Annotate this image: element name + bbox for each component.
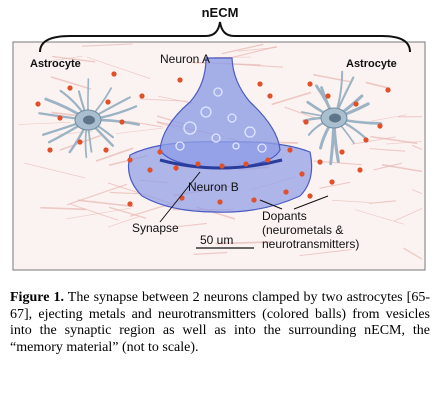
necm-title: nECM xyxy=(202,5,239,20)
figure-illustration: nECM Astrocyte Astrocyte Neuron A Neuron… xyxy=(10,0,430,278)
label-astrocyte-left: Astrocyte xyxy=(30,58,81,70)
label-synapse: Synapse xyxy=(132,221,179,235)
label-dopants-1: Dopants xyxy=(262,209,307,223)
dopants-pointer-2 xyxy=(293,195,329,210)
dopant-balls xyxy=(35,71,391,207)
label-astrocyte-right: Astrocyte xyxy=(346,58,397,70)
astrocyte-right-cell xyxy=(301,70,383,166)
synapse-pointer xyxy=(159,171,201,223)
caption-text: The synapse between 2 neurons clamped by… xyxy=(10,290,431,355)
astrocyte-left-cell xyxy=(38,78,141,159)
label-dopants-2: (neurometals & xyxy=(262,223,343,237)
label-neuron-a: Neuron A xyxy=(160,52,210,66)
necm-brace xyxy=(39,21,411,53)
vesicles xyxy=(175,87,267,153)
label-scale-bar: 50 um xyxy=(200,233,233,247)
label-dopants-3: neurotransmitters) xyxy=(262,237,359,251)
figure-caption: Figure 1. The synapse between 2 neurons … xyxy=(10,290,430,356)
dopants-pointer-1 xyxy=(259,199,283,210)
caption-label: Figure 1. xyxy=(10,290,64,305)
synapse-diagram: nECM Astrocyte Astrocyte Neuron A Neuron… xyxy=(12,5,426,271)
label-neuron-b: Neuron B xyxy=(188,180,239,194)
